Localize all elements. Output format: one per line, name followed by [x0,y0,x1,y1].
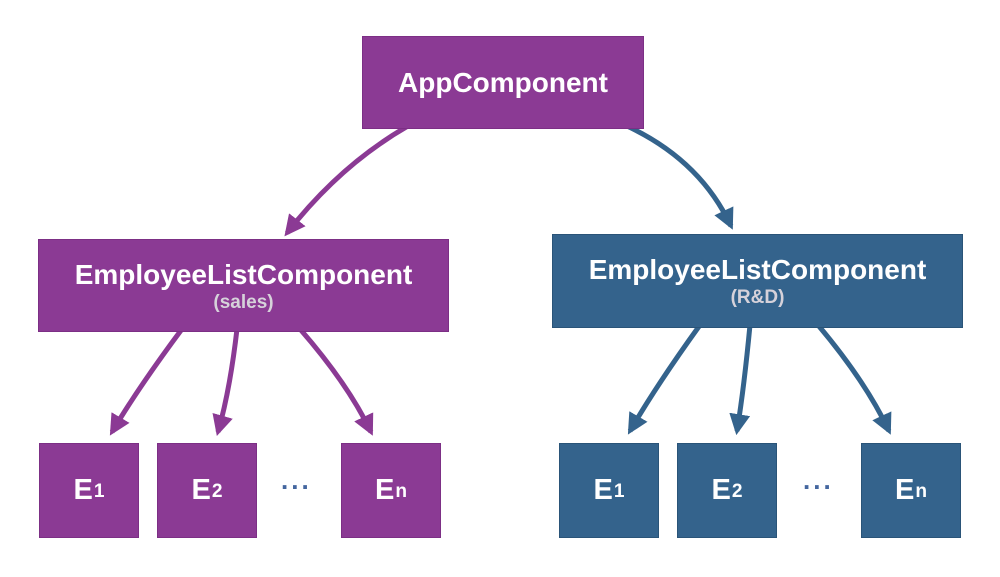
node-employee-list-rnd: EmployeeListComponent (R&D) [552,234,963,328]
arrow-app-to-rnd [625,123,734,230]
leaf-label: E [894,474,915,506]
leaf-label: E [374,474,395,506]
node-employee-list-sales: EmployeeListComponent (sales) [38,239,449,332]
node-employee-list-rnd-subtitle: (R&D) [730,287,785,308]
arrow-app-to-sales [284,123,410,237]
leaf-label: E [593,474,613,506]
arrow-sales-to-e2 [212,328,240,437]
node-employee-list-sales-title: EmployeeListComponent [74,258,413,290]
leaf-label: E [711,474,731,506]
ellipsis-rnd: ... [803,465,834,495]
arrow-sales-to-e1 [109,327,185,436]
node-employee-list-rnd-title: EmployeeListComponent [588,254,927,285]
ellipsis-sales: ... [281,465,312,495]
node-app-component-label: AppComponent [398,66,608,98]
arrow-sales-to-en [298,327,374,436]
leaf-label: E [191,474,211,506]
node-app-component: AppComponent [362,36,644,129]
arrow-rnd-to-e2 [729,324,753,436]
node-employee-list-sales-subtitle: (sales) [213,291,274,313]
arrow-rnd-to-en [816,323,892,435]
leaf-label: E [73,474,93,506]
arrow-rnd-to-e1 [627,323,703,435]
